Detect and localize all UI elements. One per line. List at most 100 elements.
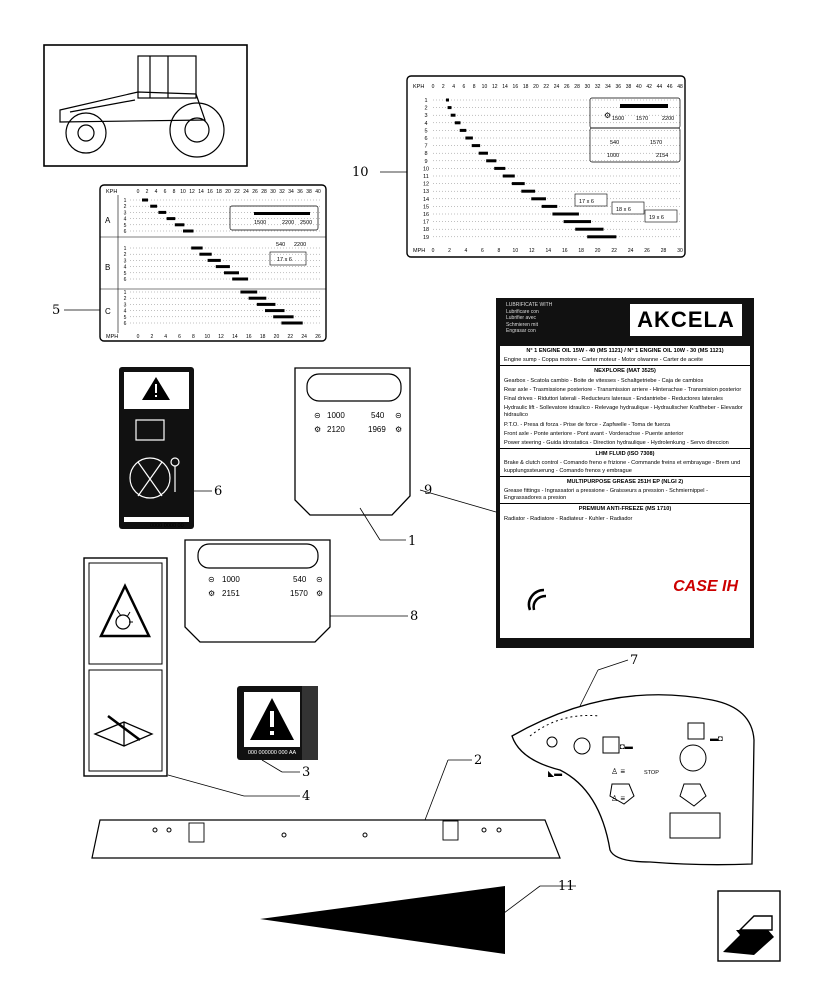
engine-rpm-icon: ⚙ [316,589,323,598]
decal9-nexplore-row: Front axle - Ponte anteriore - Pont avan… [504,430,684,437]
decal-3-warning-label: 000 000000 000 AA [237,686,318,760]
warning-triangle-icon [142,377,170,400]
decal10-kph-tick: 10 [482,84,488,90]
decal5-gear-label: 6 [124,321,127,327]
decal9-grease-body: Grease fittings - Ingrassatori a pressio… [504,488,708,502]
decal9-header-line: LUBRIFICATE WITH [506,302,553,308]
decal10-kph-tick: 12 [492,84,498,90]
decal5-range-a: A [105,216,111,225]
decal10-pto-d: 2154 [656,153,668,159]
decal10-gear-label: 4 [424,121,427,127]
decal5-speed-bar [248,296,267,300]
decal10-kph-tick: 48 [677,84,683,90]
decal5-kph-tick: 26 [252,189,258,195]
decal5-speed-bar [224,271,239,275]
tractor-person-hazard-icon [129,419,180,499]
decal5-mph-tick: 24 [301,334,307,340]
decal10-mph-tick: 0 [432,248,435,254]
decal-6-warning-panel: 0000 0000 00 [119,367,194,529]
callout-10: 10 [352,165,369,180]
decal10-speed-bar [494,166,506,170]
tractor-symbol-icon: ▬◘ [710,734,723,743]
decal10-tyre-1: 17 x 6 [579,199,594,205]
decal10-kph-tick: 24 [554,84,560,90]
decal5-mph-tick: 18 [260,334,266,340]
decal10-mph-tick: 16 [562,248,568,254]
decal5-mph-tick: 20 [274,334,280,340]
decal10-engine-box: 1500 1570 2200 ⚙ [589,97,681,129]
decal10-mph-tick: 4 [465,248,468,254]
decal10-mph-tick: 14 [545,248,551,254]
decal10-kph-tick: 28 [574,84,580,90]
decal5-gear-label: 4 [124,265,127,271]
decal8-pto-540: 540 [293,575,307,584]
decal5-speed-bar [150,204,158,208]
decal5-pto-box: 540 2200 17 x 6 [269,242,307,266]
decal10-gear-label: 3 [424,113,427,119]
decal10-speed-bar [465,136,473,140]
decal5-speed-bar [174,223,185,227]
decal5-kph-tick: 34 [288,189,294,195]
decal5-kph-tick: 38 [306,189,312,195]
decal1-rpm-1: 2120 [327,425,345,434]
decal5-gear-label: 3 [124,258,127,264]
decal3-code: 000 000000 000 AA [248,750,297,756]
decal5-kph-tick: 16 [207,189,213,195]
decal10-gear-label: 5 [424,128,427,134]
decal10-kph-tick: 20 [533,84,539,90]
return-arrow-button[interactable] [717,890,781,962]
decal9-nexplore-row: Rear axle - Trasmissione posteriore - Tr… [504,386,742,393]
decal10-speed-bar [471,144,481,148]
callout-8: 8 [410,609,418,624]
decal5-engine-box: 1500 2200 2500 [229,205,319,231]
decal10-kph-tick: 0 [432,84,435,90]
decal5-kph-tick: 2 [146,189,149,195]
decal10-kph-tick: 36 [615,84,621,90]
decal10-speed-bar [552,212,579,216]
decal5-speed-bar [199,252,212,256]
pto-icon: ⚙ [604,111,611,120]
decal9-nexplore-title: NEXPLORE (MAT 3525) [500,365,750,376]
decal10-pto-b: 1570 [650,140,662,146]
decal10-mph-tick: 20 [595,248,601,254]
decal10-kph-tick: 14 [502,84,508,90]
decal5-mph-tick: 14 [232,334,238,340]
decal5-mph-tick: 22 [288,334,294,340]
decal10-mph-tick: 26 [644,248,650,254]
decal9-nexplore-row: P.T.O. - Presa di forza - Prise de force… [504,421,671,428]
decal10-tyre-boxes: 17 x 6 18 x 6 19 x 6 [574,193,678,223]
decal5-kph-tick: 6 [164,189,167,195]
decal10-pto-a: 540 [610,140,619,146]
decal5-kph-tick: 24 [243,189,249,195]
decal10-kph-tick: 38 [626,84,632,90]
decal9-header: LUBRIFICATE WITH Lubrificare con Lubrifi… [506,302,552,335]
decal1-pto-540: 540 [371,411,385,420]
decal10-kph-tick: 32 [595,84,601,90]
callout-3: 3 [302,765,310,780]
decal5-kph-tick: 12 [189,189,195,195]
pto-speed-icon: ⊝ [395,411,402,420]
decal5-mph-tick: 16 [246,334,252,340]
decal5-kph-tick: 10 [180,189,186,195]
read-manual-icon [93,715,154,747]
decal5-pto-a: 540 [276,242,285,248]
decal5-engine-high: 2500 [300,220,312,226]
decal5-mph-tick: 0 [137,334,140,340]
decal10-gear-label: 11 [423,174,429,180]
decal10-pto-box: 540 1570 1000 2154 [589,127,681,163]
decal10-speed-bar [511,182,525,186]
decal5-kph-tick: 40 [315,189,321,195]
pto-speed-icon: ⊝ [208,575,215,584]
decal5-gear-label: 6 [124,277,127,283]
decal10-kph-tick: 16 [513,84,519,90]
decal10-speed-bars [433,98,680,239]
decal10-gear-label: 8 [424,151,427,157]
decal5-gear-label: 1 [124,198,127,204]
decal10-gear-label: 18 [423,227,429,233]
callout-6: 6 [214,484,222,499]
decal10-gear-label: 9 [424,159,427,165]
decal10-speed-bar [563,220,592,224]
decal5-speed-bar [166,217,176,221]
